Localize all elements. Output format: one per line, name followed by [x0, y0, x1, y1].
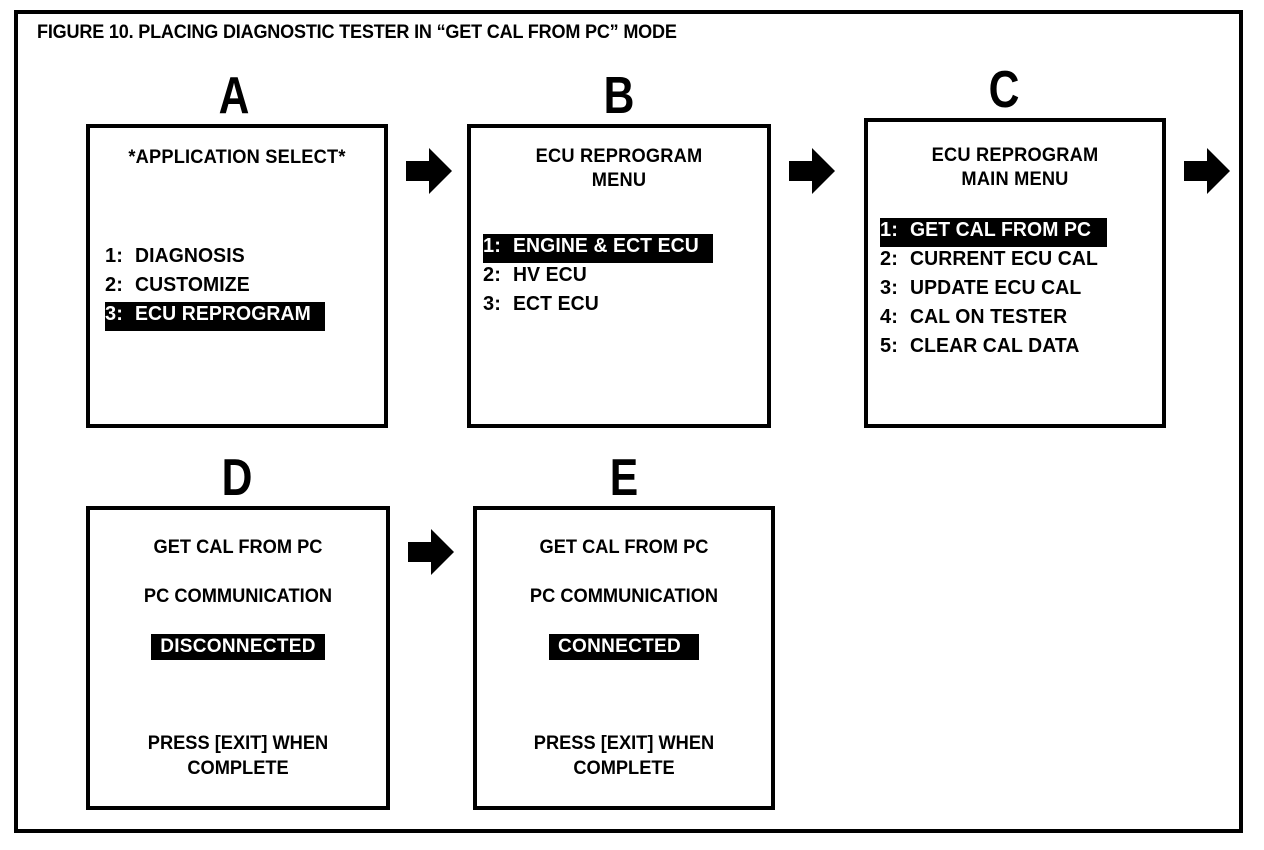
menu-item-label: CURRENT ECU CAL — [910, 248, 1098, 270]
screen-c-heading-line1: ECU REPROGRAM — [931, 145, 1099, 166]
menu-item-number: 4: — [880, 306, 898, 328]
screen-e-title: GET CAL FROM PC — [539, 537, 709, 558]
menu-item-number: 5: — [880, 335, 898, 357]
menu-item-label: ECU REPROGRAM — [135, 303, 311, 325]
menu-item-number: 3: — [880, 277, 898, 299]
menu-item-number: 3: — [483, 293, 501, 315]
screen-e-footer-line2: COMPLETE — [573, 758, 675, 779]
screen-b-content: ECU REPROGRAM MENU 1: ENGINE & ECT ECU 2… — [471, 128, 767, 424]
right-arrow-icon — [406, 148, 452, 194]
screen-panel-d: GET CAL FROM PC PC COMMUNICATION DISCONN… — [86, 506, 390, 810]
arrow-d-to-e — [408, 528, 454, 576]
figure-title: FIGURE 10. PLACING DIAGNOSTIC TESTER IN … — [37, 22, 677, 43]
screen-a-heading: *APPLICATION SELECT* — [128, 147, 346, 168]
panel-letter-c: C — [988, 61, 1020, 119]
panel-letter-a: A — [218, 67, 250, 125]
panel-letter-b: B — [603, 67, 635, 125]
screen-e-status-badge-wrap: CONNECTED — [477, 634, 771, 661]
menu-item-label: DIAGNOSIS — [135, 245, 245, 267]
screen-b-heading-line1: ECU REPROGRAM — [535, 146, 703, 167]
right-arrow-icon — [408, 529, 454, 575]
screen-c-heading-line2: MAIN MENU — [961, 169, 1069, 190]
menu-item-number: 2: — [105, 274, 123, 296]
screen-c-content: ECU REPROGRAM MAIN MENU 1: GET CAL FROM … — [868, 122, 1162, 424]
menu-item-ecu-reprogram[interactable]: 3: ECU REPROGRAM — [105, 302, 326, 331]
menu-item-number: 2: — [483, 264, 501, 286]
menu-item-number: 1: — [483, 235, 501, 257]
menu-item-label: HV ECU — [513, 264, 587, 286]
menu-item-number: 3: — [105, 303, 123, 325]
screen-d-footer-line1: PRESS [EXIT] WHEN — [147, 733, 329, 754]
menu-item-current-ecu-cal[interactable]: 2: CURRENT ECU CAL — [880, 247, 1104, 276]
screen-b-menu: 1: ENGINE & ECT ECU 2: HV ECU 3: ECT ECU — [471, 234, 767, 321]
screen-d-content: GET CAL FROM PC PC COMMUNICATION DISCONN… — [90, 510, 386, 806]
panel-letter-e: E — [609, 449, 639, 507]
menu-item-label: CUSTOMIZE — [135, 274, 250, 296]
screen-d-subtitle: PC COMMUNICATION — [143, 586, 333, 607]
menu-item-clear-cal-data[interactable]: 5: CLEAR CAL DATA — [880, 334, 1085, 363]
menu-item-label: GET CAL FROM PC — [910, 219, 1092, 241]
menu-item-number: 1: — [105, 245, 123, 267]
screen-d-title: GET CAL FROM PC — [153, 537, 323, 558]
screen-e-content: GET CAL FROM PC PC COMMUNICATION CONNECT… — [477, 510, 771, 806]
screen-panel-a: *APPLICATION SELECT* 1: DIAGNOSIS 2: CUS… — [86, 124, 388, 428]
status-badge-disconnected: DISCONNECTED — [151, 634, 325, 661]
arrow-c-to-next — [1184, 147, 1230, 195]
menu-item-number: 2: — [880, 248, 898, 270]
right-arrow-icon — [1184, 148, 1230, 194]
arrow-a-to-b — [406, 147, 452, 195]
screen-d-footer-line2: COMPLETE — [187, 758, 289, 779]
panel-letter-d: D — [221, 449, 253, 507]
menu-item-update-ecu-cal[interactable]: 3: UPDATE ECU CAL — [880, 276, 1087, 305]
menu-item-customize[interactable]: 2: CUSTOMIZE — [105, 273, 253, 302]
menu-item-engine-ect-ecu[interactable]: 1: ENGINE & ECT ECU — [483, 234, 713, 263]
menu-item-ect-ecu[interactable]: 3: ECT ECU — [483, 292, 601, 321]
menu-item-label: CLEAR CAL DATA — [910, 335, 1080, 357]
screen-c-menu: 1: GET CAL FROM PC 2: CURRENT ECU CAL 3:… — [868, 218, 1162, 363]
screen-b-heading-line2: MENU — [591, 170, 647, 191]
screen-e-subtitle: PC COMMUNICATION — [529, 586, 719, 607]
menu-item-hv-ecu[interactable]: 2: HV ECU — [483, 263, 589, 292]
menu-item-label: UPDATE ECU CAL — [910, 277, 1082, 299]
menu-item-get-cal-from-pc[interactable]: 1: GET CAL FROM PC — [880, 218, 1107, 247]
screen-a-menu: 1: DIAGNOSIS 2: CUSTOMIZE 3: ECU REPROGR… — [90, 244, 384, 331]
menu-item-label: ENGINE & ECT ECU — [513, 235, 699, 257]
screen-e-footer-line1: PRESS [EXIT] WHEN — [533, 733, 715, 754]
menu-item-number: 1: — [880, 219, 898, 241]
screen-panel-e: GET CAL FROM PC PC COMMUNICATION CONNECT… — [473, 506, 775, 810]
menu-item-diagnosis[interactable]: 1: DIAGNOSIS — [105, 244, 248, 273]
right-arrow-icon — [789, 148, 835, 194]
screen-a-content: *APPLICATION SELECT* 1: DIAGNOSIS 2: CUS… — [90, 128, 384, 424]
menu-item-cal-on-tester[interactable]: 4: CAL ON TESTER — [880, 305, 1072, 334]
arrow-b-to-c — [789, 147, 835, 195]
menu-item-label: CAL ON TESTER — [910, 306, 1068, 328]
screen-d-status-badge-wrap: DISCONNECTED — [90, 634, 386, 661]
screen-panel-b: ECU REPROGRAM MENU 1: ENGINE & ECT ECU 2… — [467, 124, 771, 428]
menu-item-label: ECT ECU — [513, 293, 599, 315]
screen-panel-c: ECU REPROGRAM MAIN MENU 1: GET CAL FROM … — [864, 118, 1166, 428]
status-badge-connected: CONNECTED — [548, 634, 700, 661]
